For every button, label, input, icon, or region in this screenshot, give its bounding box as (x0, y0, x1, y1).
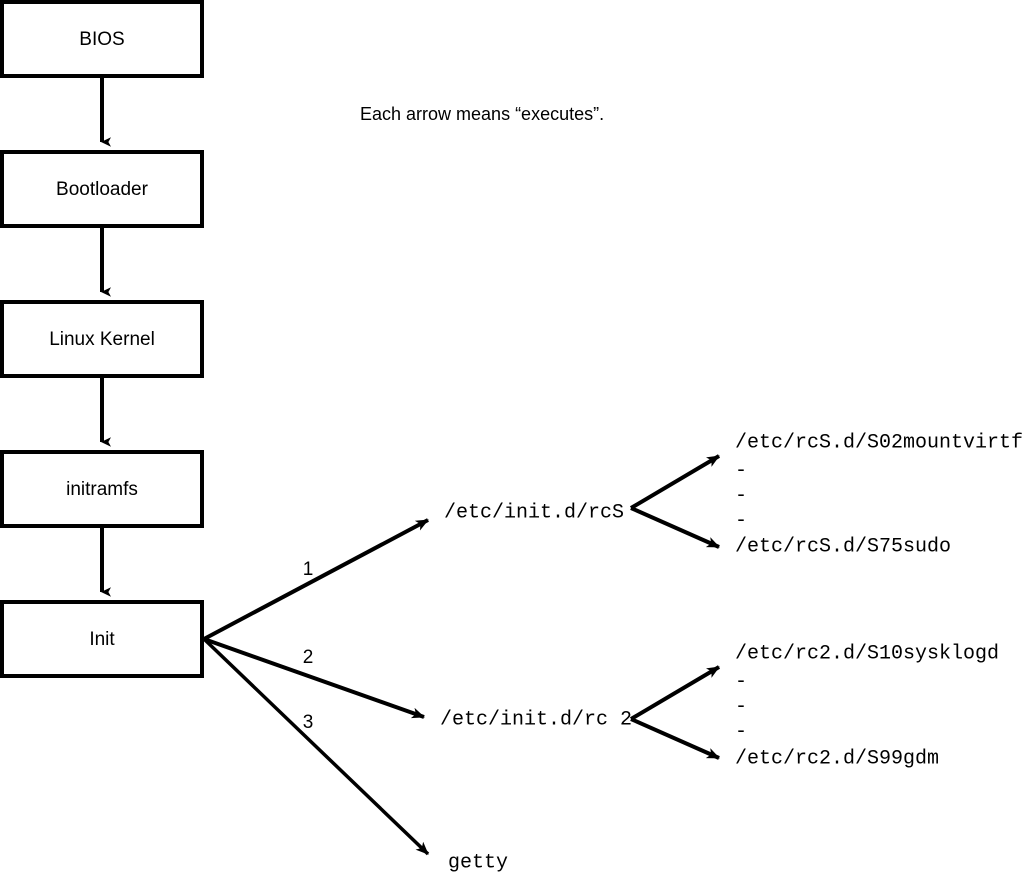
branch-number-3: 3 (303, 712, 314, 733)
branch-number-2: 2 (303, 647, 314, 668)
arrow-init-to-rcs (203, 518, 429, 641)
rc2-scripts-group: /etc/rc2.d/S10sysklogd - - - /etc/rc2.d/… (629, 642, 999, 770)
rcs-ellipsis-dash-3: - (735, 509, 747, 532)
node-initramfs[interactable]: initramfs (0, 450, 204, 528)
label-getty: getty (448, 851, 508, 874)
node-initramfs-box[interactable] (0, 450, 204, 528)
rc2-ellipsis-dash-2: - (735, 695, 747, 718)
arrow-init-to-rc2 (203, 637, 425, 719)
init-branches-group: 1 /etc/init.d/rcS 2 /etc/init.d/rc 2 3 g… (202, 501, 632, 874)
arrow-rc2-to-first-script (629, 665, 721, 721)
node-init[interactable]: Init (0, 600, 204, 678)
node-init-label: Init (89, 629, 115, 650)
branch-number-1: 1 (303, 559, 314, 580)
label-rc2-last-script: /etc/rc2.d/S99gdm (735, 747, 939, 770)
node-bios-box[interactable] (0, 0, 204, 78)
branch-init-to-rcs: 1 /etc/init.d/rcS (203, 501, 624, 641)
node-linux-kernel[interactable]: Linux Kernel (0, 300, 204, 378)
arrow-rc2-to-last-script (630, 717, 720, 760)
rc2-ellipsis-dash-3: - (735, 720, 747, 743)
arrow-init-to-getty (202, 637, 430, 856)
boot-chain-group: BIOS Bootloader Linux Kernel initramfs I… (0, 0, 204, 678)
node-bios-label: BIOS (79, 29, 124, 50)
node-init-box[interactable] (0, 600, 204, 678)
branch-init-to-getty: 3 getty (202, 637, 508, 874)
branch-init-to-rc2: 2 /etc/init.d/rc 2 (203, 637, 632, 731)
node-linux-kernel-box[interactable] (0, 300, 204, 378)
rcs-ellipsis-dash-2: - (735, 484, 747, 507)
rc2-ellipsis-dash-1: - (735, 670, 747, 693)
label-etc-init-d-rc-2: /etc/init.d/rc 2 (440, 708, 632, 731)
label-rcs-last-script: /etc/rcS.d/S75sudo (735, 535, 951, 558)
node-bios[interactable]: BIOS (0, 0, 204, 78)
node-initramfs-label: initramfs (66, 479, 138, 500)
label-rcs-first-script: /etc/rcS.d/S02mountvirtfs (735, 431, 1024, 454)
node-bootloader[interactable]: Bootloader (0, 150, 204, 228)
diagram-caption: Each arrow means “executes”. (360, 104, 604, 124)
label-rc2-first-script: /etc/rc2.d/S10sysklogd (735, 642, 999, 665)
arrow-rcs-to-last-script (630, 506, 720, 549)
arrow-rcs-to-first-script (629, 454, 721, 510)
rcs-scripts-group: /etc/rcS.d/S02mountvirtfs - - - /etc/rcS… (629, 431, 1024, 558)
label-etc-init-d-rcs: /etc/init.d/rcS (444, 501, 624, 524)
node-linux-kernel-label: Linux Kernel (49, 329, 155, 350)
node-bootloader-label: Bootloader (56, 179, 149, 200)
rcs-ellipsis-dash-1: - (735, 459, 747, 482)
